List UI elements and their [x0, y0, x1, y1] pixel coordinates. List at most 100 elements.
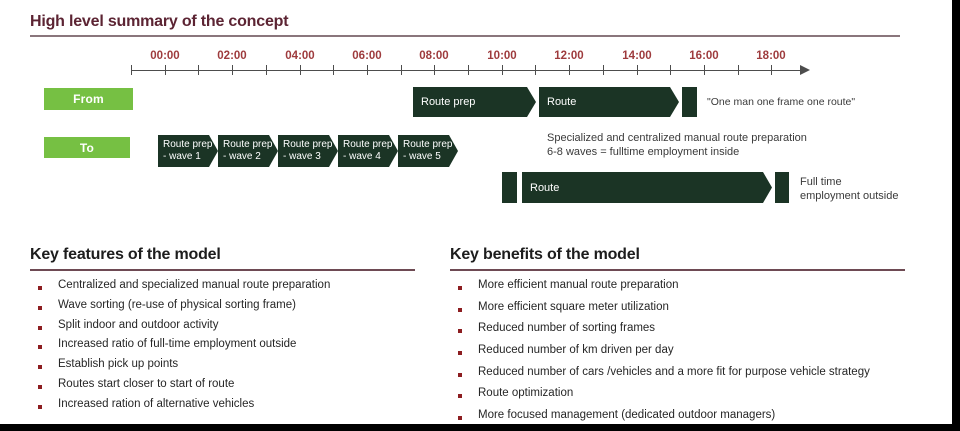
- axis-tick: [198, 65, 199, 75]
- screenshot-bottom-border: [0, 424, 960, 431]
- axis-tick: [535, 65, 536, 75]
- list-item-text: Wave sorting (re-use of physical sorting…: [58, 298, 296, 311]
- axis-tick: [367, 65, 368, 75]
- axis-line: [131, 70, 800, 71]
- axis-tick: [468, 65, 469, 75]
- axis-tick-label: 12:00: [554, 50, 584, 62]
- axis-tick-label: 04:00: [285, 50, 315, 62]
- bar-block: [502, 172, 517, 203]
- bar-block: [775, 172, 789, 203]
- bullet-icon: [38, 305, 42, 310]
- list-item-text: Centralized and specialized manual route…: [58, 279, 331, 291]
- bullet-icon: [458, 394, 462, 399]
- bullet-icon: [458, 286, 462, 290]
- list-item-text: Routes start closer to start of route: [58, 377, 235, 390]
- axis-tick: [670, 65, 671, 75]
- bar-route-prep: Route prep- wave 5: [398, 135, 458, 167]
- outside-note-line2: employment outside: [800, 190, 899, 202]
- features-list: Centralized and specialized manual route…: [30, 279, 420, 418]
- axis-tick: [401, 65, 402, 75]
- bullet-icon: [38, 345, 42, 350]
- list-item: Centralized and specialized manual route…: [30, 279, 420, 299]
- list-item-text: Split indoor and outdoor activity: [58, 318, 219, 331]
- benefits-rule: [450, 269, 905, 271]
- bullet-icon: [38, 384, 42, 389]
- list-item-text: More efficient square meter utilization: [478, 300, 669, 313]
- features-heading: Key features of the model: [30, 246, 221, 263]
- bar-route: Route: [522, 172, 772, 203]
- bar-route-prep: Route prep: [413, 87, 536, 117]
- axis-tick: [165, 65, 166, 75]
- list-item: More focused management (dedicated outdo…: [450, 409, 910, 431]
- screenshot-right-border: [952, 0, 960, 431]
- axis-tick: [300, 65, 301, 75]
- bar-route-prep: Route prep- wave 2: [218, 135, 278, 167]
- benefits-column: Key benefits of the model More efficient…: [450, 246, 910, 431]
- axis-tick: [704, 65, 705, 75]
- list-item: Routes start closer to start of route: [30, 378, 420, 398]
- axis-tick-label: 00:00: [150, 50, 180, 62]
- page-title: High level summary of the concept: [30, 13, 289, 30]
- list-item-text: Increased ratio of full-time employment …: [58, 338, 297, 351]
- bullet-icon: [38, 365, 42, 370]
- from-note: "One man one frame one route": [707, 96, 856, 108]
- bullet-icon: [458, 372, 462, 377]
- bullet-icon: [38, 286, 42, 290]
- axis-tick: [738, 65, 739, 75]
- axis-tick-label: 16:00: [689, 50, 719, 62]
- axis-tick: [502, 65, 503, 75]
- list-item: Reduced number of km driven per day: [450, 344, 910, 366]
- bar-block: [682, 87, 697, 117]
- list-item: Split indoor and outdoor activity: [30, 319, 420, 339]
- axis-tick: [637, 65, 638, 75]
- axis-tick-label: 10:00: [487, 50, 517, 62]
- list-item-text: Reduced number of km driven per day: [478, 344, 674, 357]
- list-item-text: More efficient manual route preparation: [478, 279, 679, 291]
- list-item: More efficient manual route preparation: [450, 279, 910, 301]
- axis-tick-label: 02:00: [217, 50, 247, 62]
- axis-arrowhead: [800, 65, 810, 75]
- bullet-icon: [458, 307, 462, 312]
- axis-tick: [603, 65, 604, 75]
- axis-tick-label: 14:00: [622, 50, 652, 62]
- list-item: Increased ration of alternative vehicles: [30, 398, 420, 418]
- bullet-icon: [458, 329, 462, 334]
- list-item-text: More focused management (dedicated outdo…: [478, 409, 776, 422]
- bar-route-prep: Route prep- wave 4: [338, 135, 398, 167]
- axis-tick-label: 08:00: [419, 50, 449, 62]
- list-item-text: Reduced number of sorting frames: [478, 322, 656, 335]
- axis-tick: [333, 65, 334, 75]
- list-item: Establish pick up points: [30, 358, 420, 378]
- bar-route-prep: Route prep- wave 1: [158, 135, 218, 167]
- bar-route-prep: Route prep- wave 3: [278, 135, 338, 167]
- list-item-text: Reduced number of cars /vehicles and a m…: [478, 365, 870, 378]
- features-rule: [30, 269, 415, 271]
- axis-tick: [131, 65, 132, 75]
- title-rule: [30, 35, 900, 37]
- list-item-text: Establish pick up points: [58, 358, 179, 371]
- features-column: Key features of the model Centralized an…: [30, 246, 420, 418]
- axis-tick-label: 06:00: [352, 50, 382, 62]
- axis-tick: [232, 65, 233, 75]
- axis-tick-label: 18:00: [756, 50, 786, 62]
- from-label: From: [44, 88, 133, 110]
- list-item: Reduced number of sorting frames: [450, 322, 910, 344]
- list-item: Increased ratio of full-time employment …: [30, 338, 420, 358]
- axis-tick: [434, 65, 435, 75]
- to-label: To: [44, 137, 130, 158]
- bullet-icon: [38, 325, 42, 330]
- list-item: Route optimization: [450, 387, 910, 409]
- list-item: More efficient square meter utilization: [450, 301, 910, 323]
- to-note-line2: 6-8 waves = fulltime employment inside: [547, 146, 740, 158]
- bar-route: Route: [539, 87, 679, 117]
- benefits-heading: Key benefits of the model: [450, 246, 640, 263]
- list-item-text: Route optimization: [478, 387, 574, 400]
- bullet-icon: [38, 404, 42, 409]
- bullet-icon: [458, 416, 462, 421]
- bullet-icon: [458, 351, 462, 356]
- axis-tick: [569, 65, 570, 75]
- outside-note-line1: Full time: [800, 176, 842, 188]
- list-item: Wave sorting (re-use of physical sorting…: [30, 299, 420, 319]
